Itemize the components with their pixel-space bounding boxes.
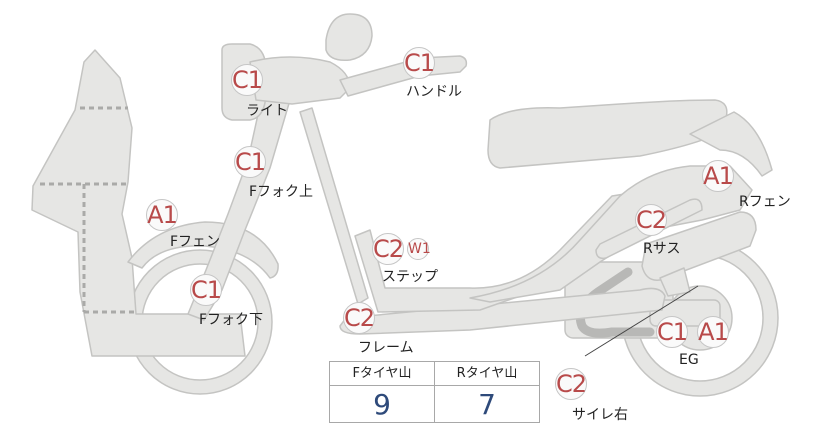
- grade-badge-fork-upper: C1: [234, 146, 266, 178]
- label-handle: ハンドル: [406, 84, 462, 100]
- seat-shape: [487, 99, 728, 169]
- grade-badge-fork-lower: C1: [190, 274, 222, 306]
- label-step: ステップ: [382, 269, 438, 285]
- body-panel-shape: [469, 165, 753, 303]
- table-divider: [434, 362, 435, 422]
- label-light: ライト: [246, 103, 288, 119]
- grade-badge-step-secondary: W1: [407, 238, 431, 260]
- grade-badge-rear-suspension: C2: [635, 204, 667, 236]
- tire-tread-table: Fタイヤ山 Rタイヤ山 9 7: [329, 361, 540, 423]
- rear-tread-value: 7: [478, 388, 496, 421]
- muffler-leader-line: [584, 285, 699, 357]
- rear-tread-header: Rタイヤ山: [435, 362, 539, 386]
- front-tread-value: 9: [373, 388, 391, 421]
- rear-shock-rod: [659, 267, 691, 297]
- grade-badge-step: C2: [372, 233, 404, 265]
- label-frame: フレーム: [358, 340, 414, 356]
- front-legshield: [31, 49, 246, 357]
- grade-badge-frame: C2: [343, 302, 375, 334]
- label-front-fender: Fフェン: [170, 234, 221, 250]
- front-tread-header: Fタイヤ山: [330, 362, 434, 386]
- mirror-shape: [325, 13, 373, 62]
- label-fork-lower: Fフォク下: [199, 312, 264, 328]
- grade-badge-light: C1: [231, 64, 263, 96]
- rear-shock-shape: [641, 211, 757, 281]
- label-rear-suspension: Rサス: [643, 241, 681, 257]
- grade-badge-handle: C1: [403, 47, 435, 79]
- floor-frame-shape: [339, 287, 666, 335]
- grade-badge-muffler-right: C2: [555, 368, 587, 400]
- label-fork-upper: Fフォク上: [249, 184, 314, 200]
- frame-tube-shape: [299, 107, 369, 305]
- handlebar-cover-shape: [249, 56, 351, 105]
- tail-shape: [689, 111, 773, 177]
- grade-badge-engine: C1: [656, 316, 688, 348]
- grade-badge-engine-secondary: A1: [697, 316, 729, 348]
- label-muffler-right: サイレ右: [572, 407, 628, 423]
- grade-badge-front-fender: A1: [146, 199, 178, 231]
- label-rear-fender: Rフェン: [739, 194, 791, 210]
- label-engine: EG: [679, 352, 699, 368]
- grade-badge-rear-fender: A1: [702, 160, 734, 192]
